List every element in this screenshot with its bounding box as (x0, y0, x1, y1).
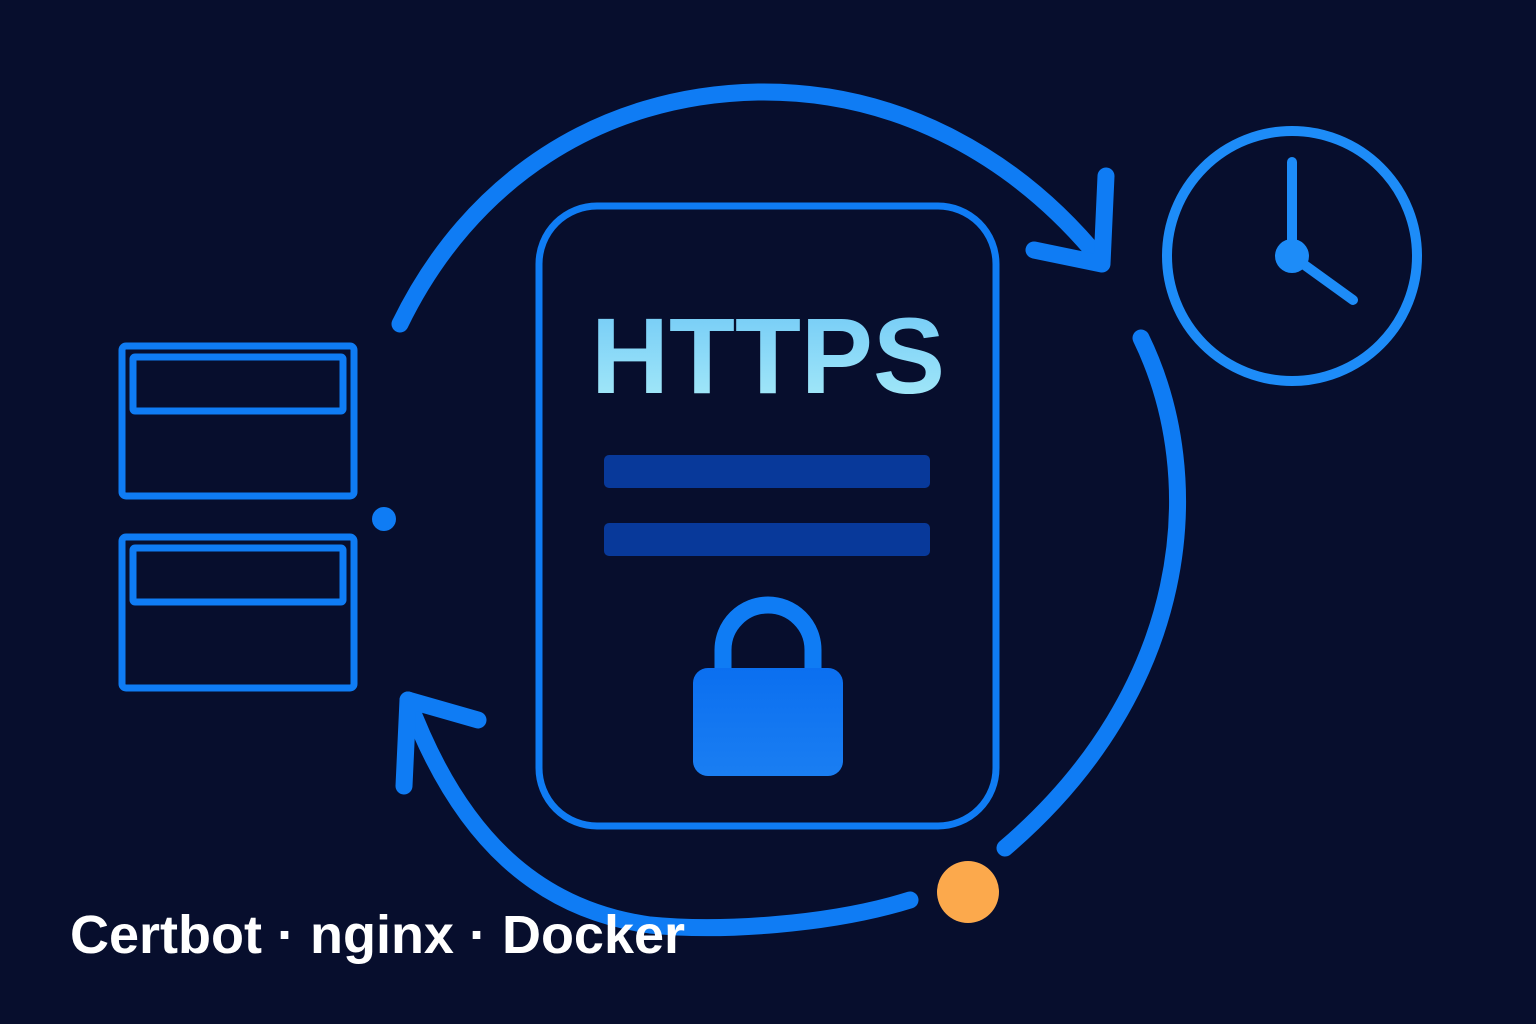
certificate-line-2 (604, 523, 930, 556)
certificate-title: HTTPS (591, 295, 945, 416)
server-unit-top (118, 342, 358, 500)
clock-face (1162, 126, 1422, 386)
renewal-arrowhead-bottom (395, 691, 487, 795)
server-unit-bottom-inner (129, 544, 347, 606)
padlock-icon (693, 596, 843, 776)
status-dot-icon (937, 861, 999, 923)
renewal-cycle-arrows-icon (391, 83, 1186, 937)
server-unit-top-inner (129, 353, 347, 415)
server-unit-bottom (118, 533, 358, 692)
renewal-arrow-right (996, 329, 1186, 857)
certificate-document-icon (535, 202, 1000, 830)
renewal-arrow-bottom (399, 691, 919, 937)
padlock-shackle (714, 596, 822, 672)
server-stack-icon (118, 342, 358, 692)
renewal-arrow-top (391, 83, 1111, 333)
padlock-body (693, 668, 843, 776)
certificate-line-1 (604, 455, 930, 488)
connector-dot (372, 507, 396, 531)
footer-caption: Certbot · nginx · Docker (70, 905, 686, 965)
clock-center (1275, 239, 1309, 273)
renewal-arrowhead-top (1025, 167, 1115, 273)
certificate-frame (535, 202, 1000, 830)
clock-icon (1162, 126, 1422, 386)
